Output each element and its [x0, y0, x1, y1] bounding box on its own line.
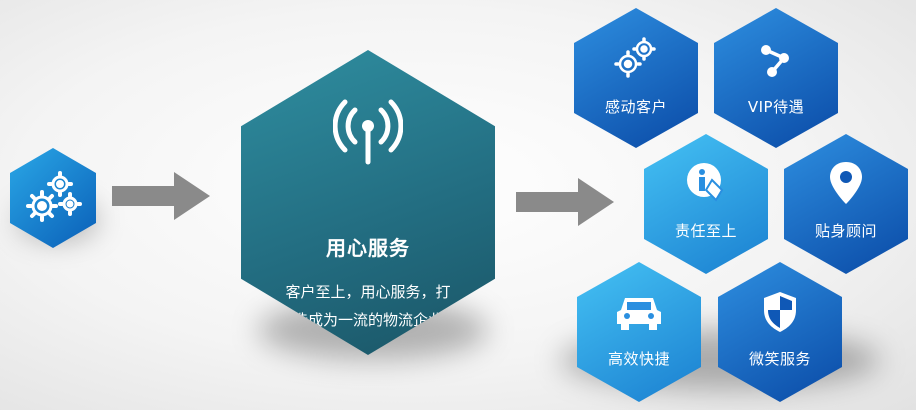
arrow-right-icon: [112, 172, 210, 220]
main-title: 用心服务: [326, 236, 410, 260]
map-pin-icon: [830, 162, 862, 204]
main-description-line2: 造成为一流的物流企业: [292, 311, 443, 329]
info-pencil-icon: [687, 163, 724, 202]
hexagon-touch-customers: 感动客户: [574, 8, 698, 148]
car-icon: [617, 298, 661, 330]
main-description-line1: 客户至上，用心服务，打: [285, 283, 451, 301]
share-icon: [761, 45, 789, 77]
item-label: 感动客户: [604, 98, 667, 116]
gears-hexagon: [10, 148, 96, 248]
main-service-hexagon: 用心服务 客户至上，用心服务，打 造成为一流的物流企业: [241, 50, 495, 355]
item-label: 责任至上: [674, 222, 737, 240]
hexagon-vip-treatment: VIP待遇: [714, 8, 838, 148]
arrow-right-icon: [516, 178, 614, 226]
hexagon-personal-consultant: 贴身顾问: [784, 134, 908, 274]
shield-icon: [764, 292, 796, 332]
item-label: 高效快捷: [607, 350, 670, 368]
hexagon-efficient-fast: 高效快捷: [577, 262, 701, 402]
hexagon-smile-service: 微笑服务: [718, 262, 842, 402]
hexagon-responsibility-first: 责任至上: [644, 134, 768, 274]
item-label: VIP待遇: [747, 98, 805, 116]
gears-icon: [614, 37, 656, 78]
wireless-signal-icon: [333, 99, 403, 165]
gears-icon: [26, 171, 82, 222]
item-label: 贴身顾问: [814, 222, 877, 240]
main-description: 客户至上，用心服务，打 造成为一流的物流企业: [261, 278, 475, 334]
item-label: 微笑服务: [748, 350, 811, 368]
